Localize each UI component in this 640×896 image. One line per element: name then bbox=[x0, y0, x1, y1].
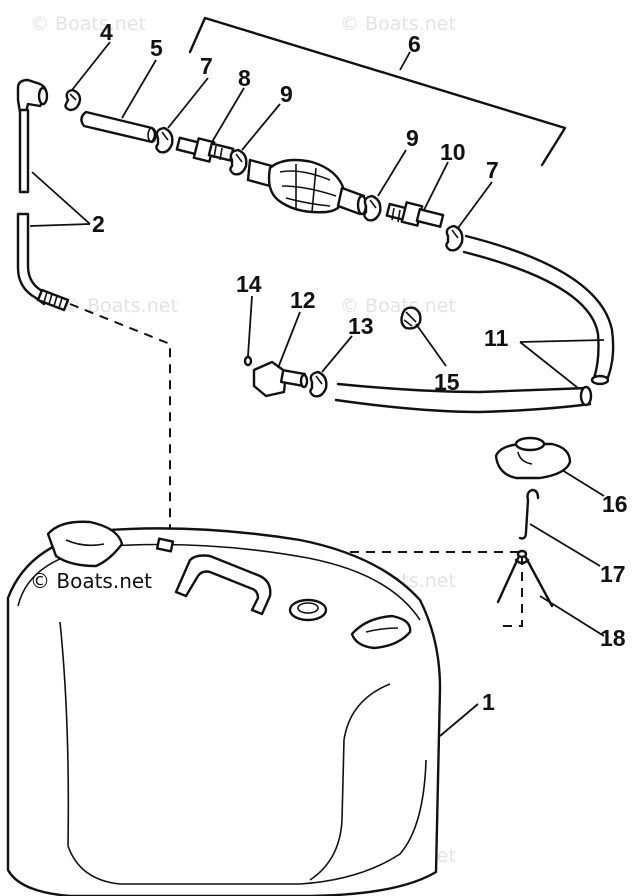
clamp-7 bbox=[445, 224, 464, 252]
cap-15 bbox=[400, 306, 422, 330]
callout-10: 10 bbox=[440, 139, 466, 165]
leader-4 bbox=[71, 41, 111, 91]
callout-labels: 4 5 6 7 8 9 9 10 7 2 14 12 13 11 15 16 1… bbox=[92, 19, 628, 715]
leader-5 bbox=[121, 59, 157, 119]
hose-11 bbox=[334, 234, 615, 414]
callout-7: 7 bbox=[486, 157, 499, 183]
assembly-line bbox=[69, 303, 171, 548]
leader-18 bbox=[539, 595, 605, 637]
leader-14 bbox=[247, 295, 253, 357]
leader-7 bbox=[457, 181, 493, 229]
o-ring-14 bbox=[243, 355, 253, 367]
fuel-tank-1 bbox=[6, 520, 442, 896]
leader-2 bbox=[31, 171, 91, 225]
clamp-13 bbox=[309, 370, 328, 398]
pickup-tube-2 bbox=[16, 78, 70, 312]
leader-13 bbox=[321, 335, 353, 373]
callout-9: 9 bbox=[406, 125, 419, 151]
callout-1: 1 bbox=[482, 689, 495, 715]
leader-9 bbox=[241, 103, 281, 151]
callout-18: 18 bbox=[600, 625, 626, 651]
leader-11 bbox=[519, 341, 579, 389]
connector-12 bbox=[252, 360, 309, 398]
filler-cap-16 bbox=[494, 436, 572, 480]
watermark-main-text: © Boats.net bbox=[30, 569, 152, 593]
callout-12: 12 bbox=[290, 287, 316, 313]
callout-4: 4 bbox=[100, 19, 113, 45]
callout-5: 5 bbox=[150, 35, 163, 61]
callout-8: 8 bbox=[238, 65, 251, 91]
leader-2 bbox=[29, 223, 91, 227]
callout-7: 7 bbox=[200, 53, 213, 79]
leader-17 bbox=[529, 523, 601, 567]
callout-15: 15 bbox=[434, 369, 460, 395]
watermark: © Boats.net bbox=[340, 13, 456, 35]
leader-1 bbox=[439, 703, 479, 737]
leader-10 bbox=[423, 161, 449, 211]
primer-bulb bbox=[246, 158, 368, 216]
callout-2: 2 bbox=[92, 211, 105, 237]
clamp-9 bbox=[229, 148, 248, 176]
clamp-4 bbox=[64, 88, 82, 112]
callout-16: 16 bbox=[602, 491, 628, 517]
leader-12 bbox=[277, 311, 301, 369]
leader-16 bbox=[561, 469, 605, 497]
callout-17: 17 bbox=[600, 561, 626, 587]
retainer-17 bbox=[518, 488, 540, 540]
watermark: © Boats.net bbox=[30, 13, 146, 35]
leader-7 bbox=[167, 77, 209, 129]
leader-15 bbox=[415, 323, 447, 367]
callout-14: 14 bbox=[236, 271, 262, 297]
callout-11: 11 bbox=[484, 325, 509, 351]
watermark: © Boats.net bbox=[62, 295, 178, 317]
callout-9: 9 bbox=[280, 81, 293, 107]
leader-6 bbox=[399, 51, 411, 71]
callout-13: 13 bbox=[348, 313, 374, 339]
fitting-10 bbox=[385, 201, 445, 228]
watermark-main: © Boats.net bbox=[30, 569, 152, 593]
fitting-8 bbox=[175, 136, 235, 163]
leader-9 bbox=[377, 149, 407, 197]
assembly-bracket-6 bbox=[188, 16, 567, 167]
watermark: © Boats.net bbox=[340, 295, 456, 317]
clamp-7 bbox=[155, 126, 174, 154]
hose-5 bbox=[80, 110, 157, 144]
callout-6: 6 bbox=[408, 31, 421, 57]
leader-8 bbox=[211, 87, 245, 143]
clamp-9 bbox=[363, 194, 382, 222]
leader-11 bbox=[519, 339, 605, 343]
